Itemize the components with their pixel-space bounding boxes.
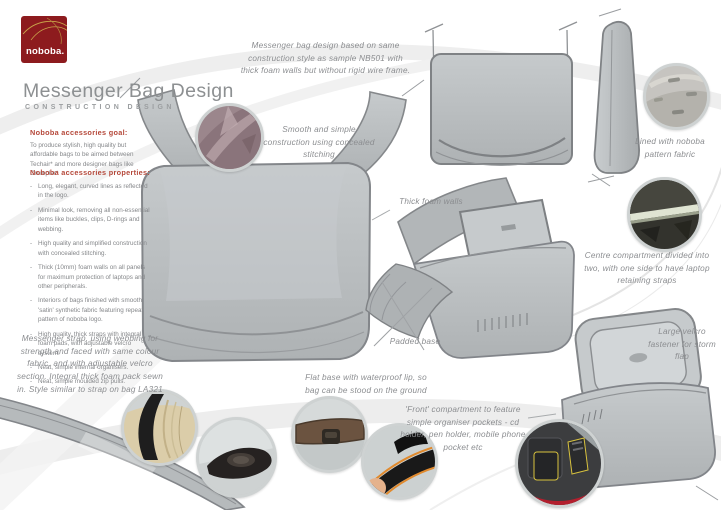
sketch-side-elevation xyxy=(587,8,640,187)
sketch-main-bag-front xyxy=(119,77,425,363)
sketch-shoulder-strap xyxy=(0,397,246,510)
noboba-logo: noboba. xyxy=(21,16,67,63)
photo-interior-seam xyxy=(627,177,702,252)
logo-wordmark: noboba. xyxy=(26,46,65,57)
note-padded-base: Padded base xyxy=(389,337,441,346)
photo-strap-buckle xyxy=(291,396,368,473)
property-item: Minimal look, removing all non-essential… xyxy=(30,206,152,234)
property-item: Thick (10mm) foam walls on all panels fo… xyxy=(30,263,152,291)
photo-organiser-pockets xyxy=(515,419,604,508)
note-lining: Lined with noboba pattern fabric xyxy=(635,137,705,159)
photo-reference-bag xyxy=(121,389,198,466)
note-front-compartment: 'Front' compartment to feature simple or… xyxy=(400,405,526,453)
goal-heading: Noboba accessories goal: xyxy=(30,128,128,137)
note-stitching: Smooth and simple construction using con… xyxy=(263,125,375,160)
note-construction: Messenger bag design based on same const… xyxy=(240,41,411,76)
note-flat-base: Flat base with waterproof lip, so bag ca… xyxy=(305,373,427,395)
photo-strap-pad xyxy=(196,417,277,498)
page-title: Messenger Bag Design xyxy=(23,80,234,102)
note-velcro: Large velcro fastener for storm flap xyxy=(648,327,716,362)
sketch-open-bag-centre xyxy=(365,177,575,359)
property-item: Neat, simple internal organisers. xyxy=(30,363,152,373)
photo-lining-pattern xyxy=(643,63,710,130)
goal-text: To produce stylish, high quality but aff… xyxy=(30,142,134,178)
property-item: High quality and simplified construction… xyxy=(30,239,152,258)
properties-heading: Noboba accessories properties: xyxy=(30,168,151,177)
page-subtitle: CONSTRUCTION DESIGN xyxy=(25,104,175,111)
logo-curves-icon xyxy=(22,17,67,45)
note-foam-walls: Thick foam walls xyxy=(399,197,463,206)
property-item: High quality, thick straps with integral… xyxy=(30,330,152,358)
sketch-open-bag-right xyxy=(547,308,719,506)
property-item: Interiors of bags finished with smooth '… xyxy=(30,296,152,324)
property-item: Neat, simple moulded zip pulls. xyxy=(30,377,152,387)
properties-list: Long, elegant, curved lines as reflected… xyxy=(30,182,152,392)
property-item: Long, elegant, curved lines as reflected… xyxy=(30,182,152,201)
sketch-front-elevation xyxy=(424,21,578,166)
photo-fabric-swatch xyxy=(195,103,264,172)
note-strap: Messenger strap, using webbing for stren… xyxy=(17,334,163,394)
note-centre-compartment: Centre compartment divided into two, wit… xyxy=(584,251,710,286)
